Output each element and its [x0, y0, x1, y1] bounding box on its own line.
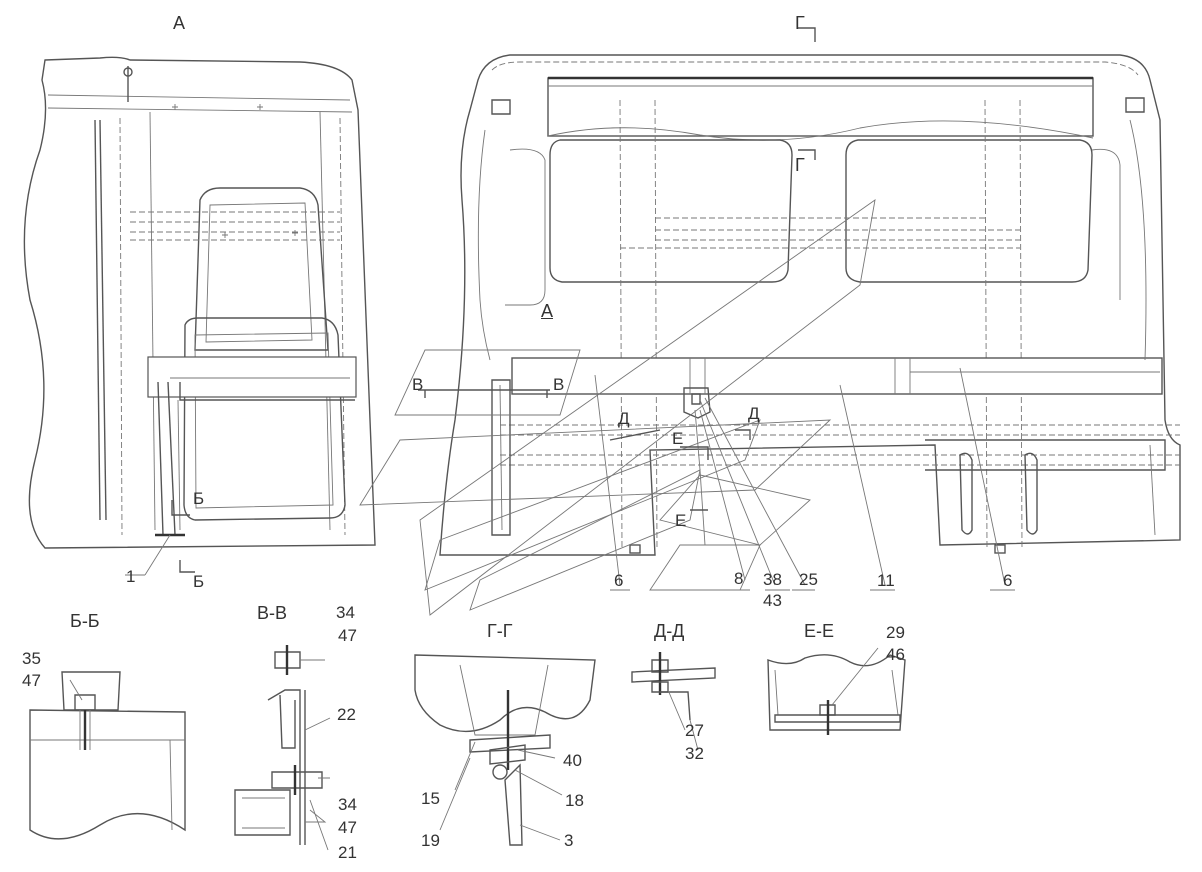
view-a-inner-label: А	[541, 301, 554, 321]
section-g-mid-marker: Г	[795, 155, 805, 175]
callout-40: 40	[563, 751, 582, 770]
callout-32: 32	[685, 744, 704, 763]
section-vv-title: В-В	[257, 603, 288, 623]
view-a-label: А	[173, 13, 186, 33]
view-a-side-cab	[23, 56, 376, 576]
callout-35: 35	[22, 649, 41, 668]
section-e-lower-marker: Е	[675, 511, 687, 530]
callout-6-right: 6	[1003, 571, 1013, 590]
view-rear-cab	[359, 27, 1181, 616]
callout-29: 29	[886, 623, 905, 642]
callout-19: 19	[421, 831, 440, 850]
callout-43: 43	[763, 591, 782, 610]
callout-47-bottom: 47	[338, 818, 357, 837]
section-gg	[414, 654, 596, 846]
section-v-right-marker: В	[553, 375, 565, 394]
section-e-upper-marker: Е	[672, 429, 684, 448]
callout-1: 1	[126, 567, 136, 586]
section-vv	[234, 645, 331, 851]
callout-15: 15	[421, 789, 440, 808]
callout-38: 38	[763, 570, 782, 589]
callout-34-bottom: 34	[338, 795, 357, 814]
section-d-left-marker: Д	[618, 409, 630, 428]
callout-21: 21	[338, 843, 357, 862]
section-d-right-marker: Д	[748, 404, 760, 423]
section-g-top-marker: Г	[795, 13, 805, 33]
callout-11: 11	[877, 571, 895, 590]
callout-46: 46	[886, 645, 905, 664]
callout-47-bb: 47	[22, 671, 41, 690]
section-ee-title: Е-Е	[804, 621, 835, 641]
callout-47-top: 47	[338, 626, 357, 645]
section-dd	[631, 652, 716, 751]
callout-6-left: 6	[614, 571, 624, 590]
section-b-marker-low: Б	[193, 572, 205, 591]
section-b-marker: Б	[193, 489, 205, 508]
callout-27: 27	[685, 721, 704, 740]
callout-25: 25	[799, 570, 818, 589]
section-ee	[767, 647, 906, 735]
section-v-left-marker: В	[412, 375, 424, 394]
callout-22: 22	[337, 705, 356, 724]
section-bb	[29, 671, 186, 840]
callout-18: 18	[565, 791, 584, 810]
section-gg-title: Г-Г	[487, 621, 513, 641]
callout-8: 8	[734, 569, 744, 588]
section-dd-title: Д-Д	[654, 621, 685, 641]
section-bb-title: Б-Б	[70, 611, 100, 631]
callout-3: 3	[564, 831, 574, 850]
callout-34-top: 34	[336, 603, 355, 622]
